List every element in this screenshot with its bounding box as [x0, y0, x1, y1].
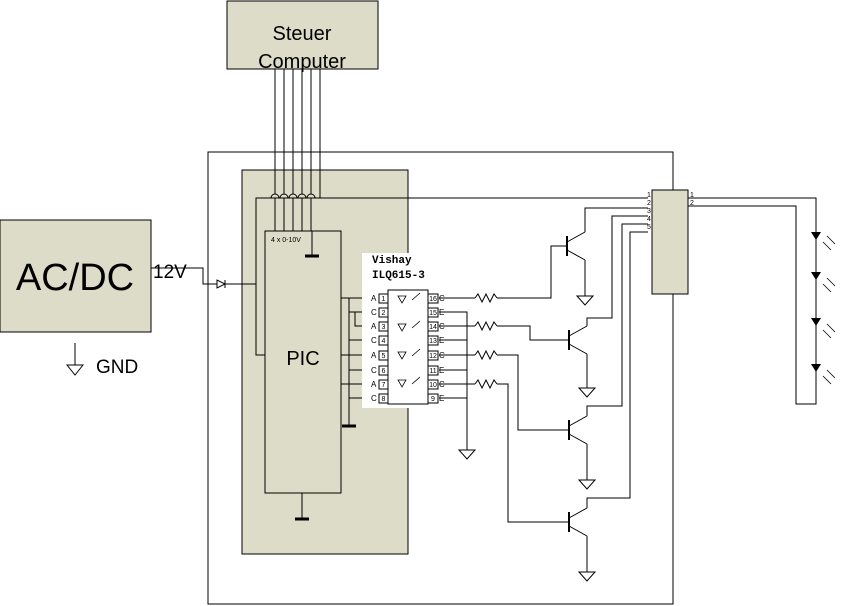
opto-pin-num-right: 16: [429, 296, 437, 303]
opto-pin-box-left: [378, 379, 389, 390]
opto-pin-num-left: 5: [382, 353, 386, 360]
opto-pin-type-left: A: [371, 294, 377, 303]
steuer-computer-block: Steuer Computer: [226, 0, 379, 73]
opto-pin-num-right: 12: [429, 353, 437, 360]
opto-pin-box-right: [427, 379, 439, 390]
opto-pin-num-left: 1: [382, 296, 386, 303]
opto-pin-num-left: 6: [382, 368, 386, 375]
opto-part-label: ILQ615-3: [372, 270, 425, 282]
opto-pin-box-left: [378, 293, 389, 304]
connector-pin-left: 1: [647, 192, 651, 199]
opto-pin-type-left: C: [371, 366, 377, 375]
opto-pin-type-left: C: [371, 394, 377, 403]
transistors: [566, 207, 648, 582]
supply-voltage-label: 12V: [153, 262, 187, 283]
opto-pin-num-left: 3: [382, 324, 386, 331]
acdc-block: AC/DC: [0, 219, 152, 333]
opto-pin-type-left: A: [371, 322, 377, 331]
opto-pin-box-right: [427, 293, 439, 304]
opto-pin-box-right: [427, 393, 439, 404]
opto-pin-box-right: [427, 307, 439, 318]
steuer-line2: Computer: [258, 51, 346, 73]
control-bus: [274, 69, 321, 231]
led-strip-wires: [688, 197, 817, 405]
pic-input-note: 4 x 0-10V: [271, 237, 301, 244]
connector-pin-right: 1: [690, 192, 694, 199]
opto-pin-num-right: 9: [431, 396, 435, 403]
opto-pin-num-right: 15: [429, 310, 437, 317]
pic-label: PIC: [286, 348, 319, 370]
opto-pin-box-right: [427, 350, 439, 361]
connector-pin-left: 2: [647, 200, 651, 207]
opto-emitter-ground: [439, 311, 477, 460]
opto-pin-type-left: A: [371, 351, 377, 360]
opto-pin-num-right: 14: [429, 324, 437, 331]
opto-pin-num-right: 13: [429, 338, 437, 345]
connector-pin-left: 5: [647, 224, 651, 231]
opto-pin-num-left: 7: [382, 382, 386, 389]
opto-pin-type-left: A: [371, 380, 377, 389]
opto-pin-num-left: 8: [382, 396, 386, 403]
opto-pin-num-left: 2: [382, 310, 386, 317]
opto-pin-box-right: [427, 335, 439, 346]
opto-pin-box-right: [427, 365, 439, 376]
opto-pin-box-left: [378, 393, 389, 404]
pic-grounds: [295, 231, 356, 521]
connector-pin-left: 4: [647, 216, 651, 223]
resistors: [474, 292, 498, 390]
opto-pin-num-left: 4: [382, 338, 386, 345]
acdc-label: AC/DC: [16, 257, 134, 299]
opto-pin-box-left: [378, 307, 389, 318]
opto-pin-num-right: 11: [429, 368, 436, 375]
opto-pin-box-left: [378, 321, 389, 332]
opto-pin-box-right: [427, 321, 439, 332]
supply-line: [151, 197, 648, 356]
opto-pin-box-left: [378, 350, 389, 361]
steuer-line1: Steuer: [273, 23, 332, 45]
ground-label: GND: [96, 357, 138, 378]
connector-pin-left: 3: [647, 208, 651, 215]
opto-vendor-label: Vishay: [372, 255, 412, 267]
pic-chip: PIC 4 x 0-10V: [264, 230, 342, 494]
opto-pin-box-left: [378, 335, 389, 346]
opto-collector-wires: [439, 245, 568, 523]
connector-pin-right: 2: [690, 200, 694, 207]
crossing-arcs: [270, 193, 316, 199]
opto-pin-type-left: C: [371, 308, 377, 317]
opto-pin-num-right: 10: [429, 382, 437, 389]
opto-pin-type-left: C: [371, 336, 377, 345]
ground-symbol: [65, 343, 85, 376]
opto-pin-box-left: [378, 365, 389, 376]
led-strip: [811, 232, 836, 385]
